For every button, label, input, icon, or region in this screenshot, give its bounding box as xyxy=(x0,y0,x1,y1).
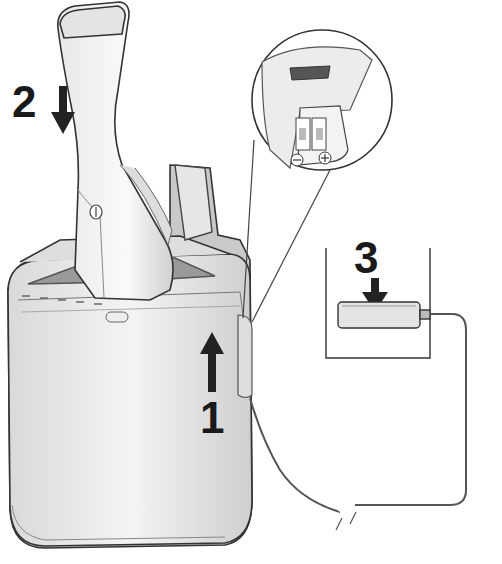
callout-number: 3 xyxy=(354,236,378,280)
callout-number: 1 xyxy=(200,396,224,440)
power-cord xyxy=(250,314,466,530)
direction-arrows xyxy=(51,86,224,392)
zoom-detail xyxy=(243,30,392,322)
callout-number: 2 xyxy=(12,80,36,124)
shaver xyxy=(58,2,212,300)
